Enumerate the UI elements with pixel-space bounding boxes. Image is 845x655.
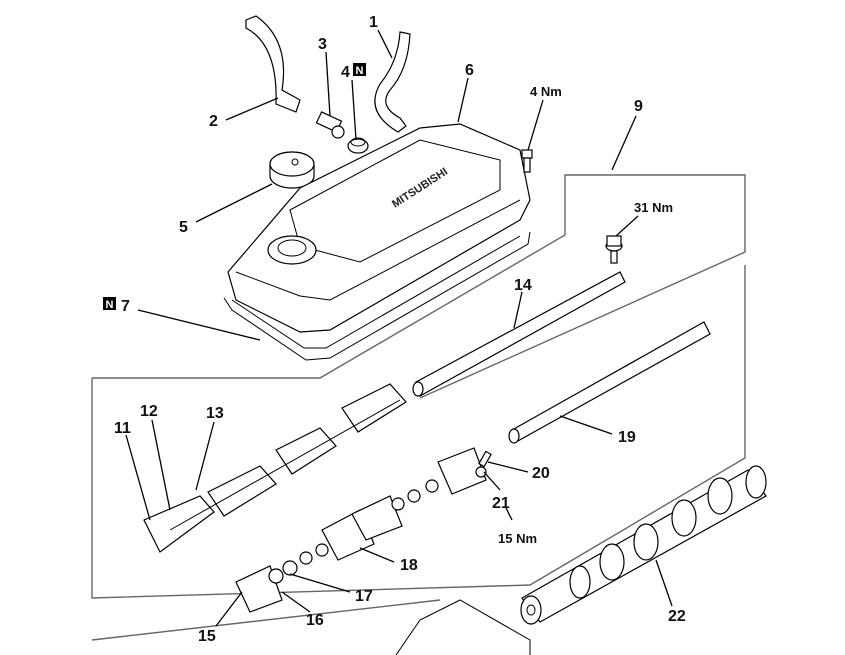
oil-filler-cap-5 bbox=[269, 151, 315, 189]
label-part-14: 14 bbox=[514, 277, 532, 294]
label-part-12: 12 bbox=[140, 403, 158, 420]
hose-1 bbox=[374, 31, 411, 133]
frame-bottom bbox=[91, 599, 441, 641]
bolt-31nm bbox=[605, 235, 623, 264]
label-part-1: 1 bbox=[369, 14, 378, 31]
label-part-20: 20 bbox=[532, 465, 550, 482]
cylinder-head-fragment bbox=[395, 599, 531, 655]
rocker-cover-6: MITSUBISHI bbox=[227, 123, 531, 333]
rocker-arms-row-2 bbox=[235, 447, 487, 613]
adjusting-screw-20 bbox=[478, 450, 492, 468]
camshaft-22 bbox=[520, 465, 767, 625]
rocker-shaft-19 bbox=[508, 321, 711, 444]
frame-upper bbox=[92, 174, 746, 399]
label-part-22: 22 bbox=[668, 608, 686, 625]
new-part-badge-7: N bbox=[103, 297, 116, 311]
label-part-5: 5 bbox=[179, 219, 188, 236]
label-part-17: 17 bbox=[355, 588, 373, 605]
leader-lines bbox=[125, 29, 673, 627]
label-part-6: 6 bbox=[465, 62, 474, 79]
label-part-11: 11 bbox=[114, 420, 131, 437]
label-part-3: 3 bbox=[318, 36, 327, 53]
bolt-4nm bbox=[521, 149, 533, 173]
torque-label-4nm: 4 Nm bbox=[530, 84, 562, 99]
label-part-2: 2 bbox=[209, 113, 218, 130]
label-part-7: 7 bbox=[121, 298, 130, 315]
label-part-19: 19 bbox=[618, 429, 636, 446]
label-part-18: 18 bbox=[400, 557, 418, 574]
svg-text:N: N bbox=[106, 299, 114, 311]
rocker-shaft-14 bbox=[412, 271, 626, 397]
new-part-badge-4: N bbox=[353, 63, 366, 77]
svg-text:N: N bbox=[356, 65, 364, 77]
torque-label-31nm: 31 Nm bbox=[634, 200, 673, 215]
torque-label-15nm: 15 Nm bbox=[498, 531, 537, 546]
gasket-7 bbox=[223, 231, 531, 361]
label-part-9: 9 bbox=[634, 98, 643, 115]
hose-2 bbox=[245, 15, 301, 113]
frame-lower bbox=[91, 265, 746, 599]
label-part-21: 21 bbox=[492, 495, 510, 512]
label-part-13: 13 bbox=[206, 405, 224, 422]
label-part-16: 16 bbox=[306, 612, 324, 629]
pcv-valve-3 bbox=[315, 111, 345, 139]
label-part-15: 15 bbox=[198, 628, 216, 645]
label-part-4: 4 bbox=[341, 64, 350, 81]
rocker-arms-row-1 bbox=[143, 383, 407, 553]
